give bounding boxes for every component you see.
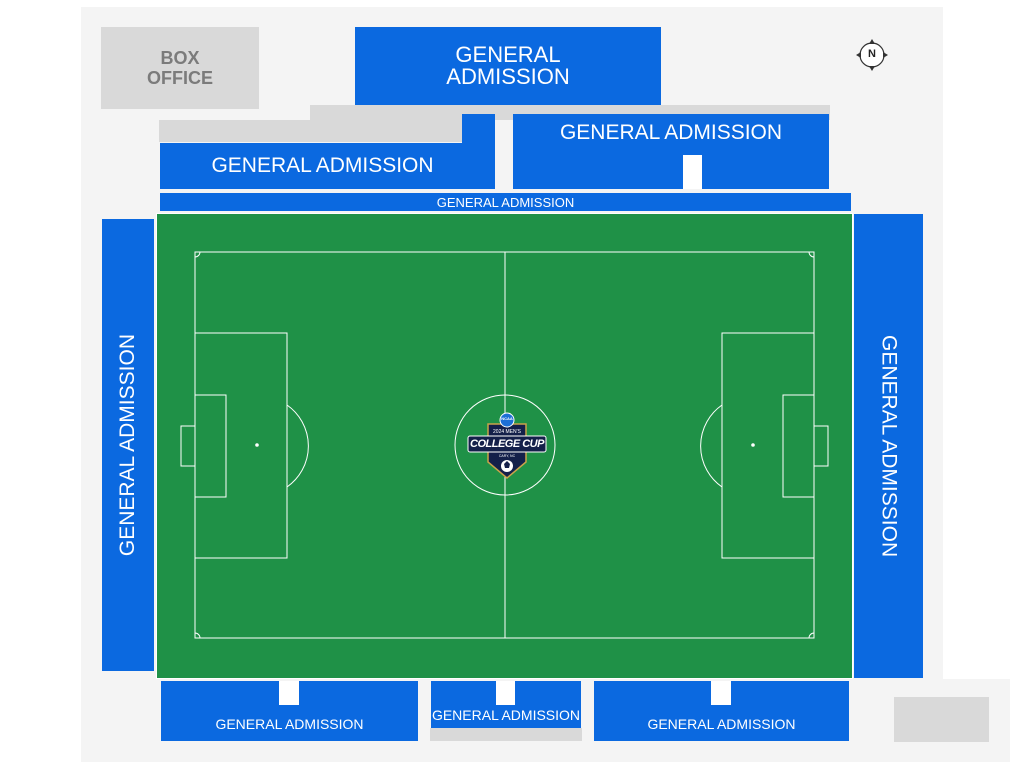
section-north-left[interactable]: GENERAL ADMISSION [160, 143, 495, 189]
left-goal [180, 425, 196, 467]
right-penalty-arc [700, 404, 723, 488]
section-north-top[interactable]: GENERAL ADMISSION [355, 27, 661, 105]
section-west-label: GENERAL ADMISSION [116, 333, 139, 557]
logo-top-text: 2024 MEN'S [493, 429, 521, 435]
logo-badge-text: NCAA [501, 416, 513, 421]
logo-sub-text: CARY, NC [498, 454, 516, 458]
section-east-label: GENERAL ADMISSION [877, 334, 901, 558]
section-south-right-aisle [711, 681, 731, 705]
left-penalty-spot [255, 443, 259, 447]
section-north-strip[interactable]: GENERAL ADMISSION [160, 193, 851, 211]
section-north-left-upper[interactable] [462, 114, 495, 144]
concourse-strip-left [159, 120, 462, 142]
compass: N [855, 38, 889, 72]
section-south-right-label: GENERAL ADMISSION [647, 716, 796, 732]
section-east[interactable]: GENERAL ADMISSION [854, 214, 923, 678]
section-north-strip-label: GENERAL ADMISSION [436, 194, 575, 210]
college-cup-logo: NCAA 2024 MEN'S COLLEGE CUP CARY, NC [462, 406, 552, 486]
section-north-right-label: GENERAL ADMISSION [559, 121, 783, 144]
section-north-left-label: GENERAL ADMISSION [211, 154, 434, 177]
section-south-center-label: GENERAL ADMISSION [431, 707, 581, 723]
left-penalty-arc [286, 404, 309, 488]
section-north-right-aisle [683, 155, 702, 189]
logo-main-text: COLLEGE CUP [470, 438, 544, 450]
section-north-right[interactable]: GENERAL ADMISSION [513, 114, 829, 189]
section-south-center-aisle [496, 681, 515, 705]
right-goal [813, 425, 829, 467]
right-penalty-spot [751, 443, 755, 447]
compass-icon [856, 39, 888, 71]
box-office-label: BOX OFFICE [147, 48, 213, 88]
parking-area [894, 697, 989, 742]
concourse-strip-bottom [430, 728, 582, 741]
compass-label: N [868, 48, 876, 60]
logo-shield-icon [467, 412, 547, 479]
section-south-left-aisle [279, 681, 299, 705]
box-office[interactable]: BOX OFFICE [101, 27, 259, 109]
section-north-top-label: GENERAL ADMISSION [446, 42, 570, 89]
section-west[interactable]: GENERAL ADMISSION [102, 219, 154, 671]
center-circle [454, 394, 556, 496]
section-south-left-label: GENERAL ADMISSION [215, 716, 364, 732]
